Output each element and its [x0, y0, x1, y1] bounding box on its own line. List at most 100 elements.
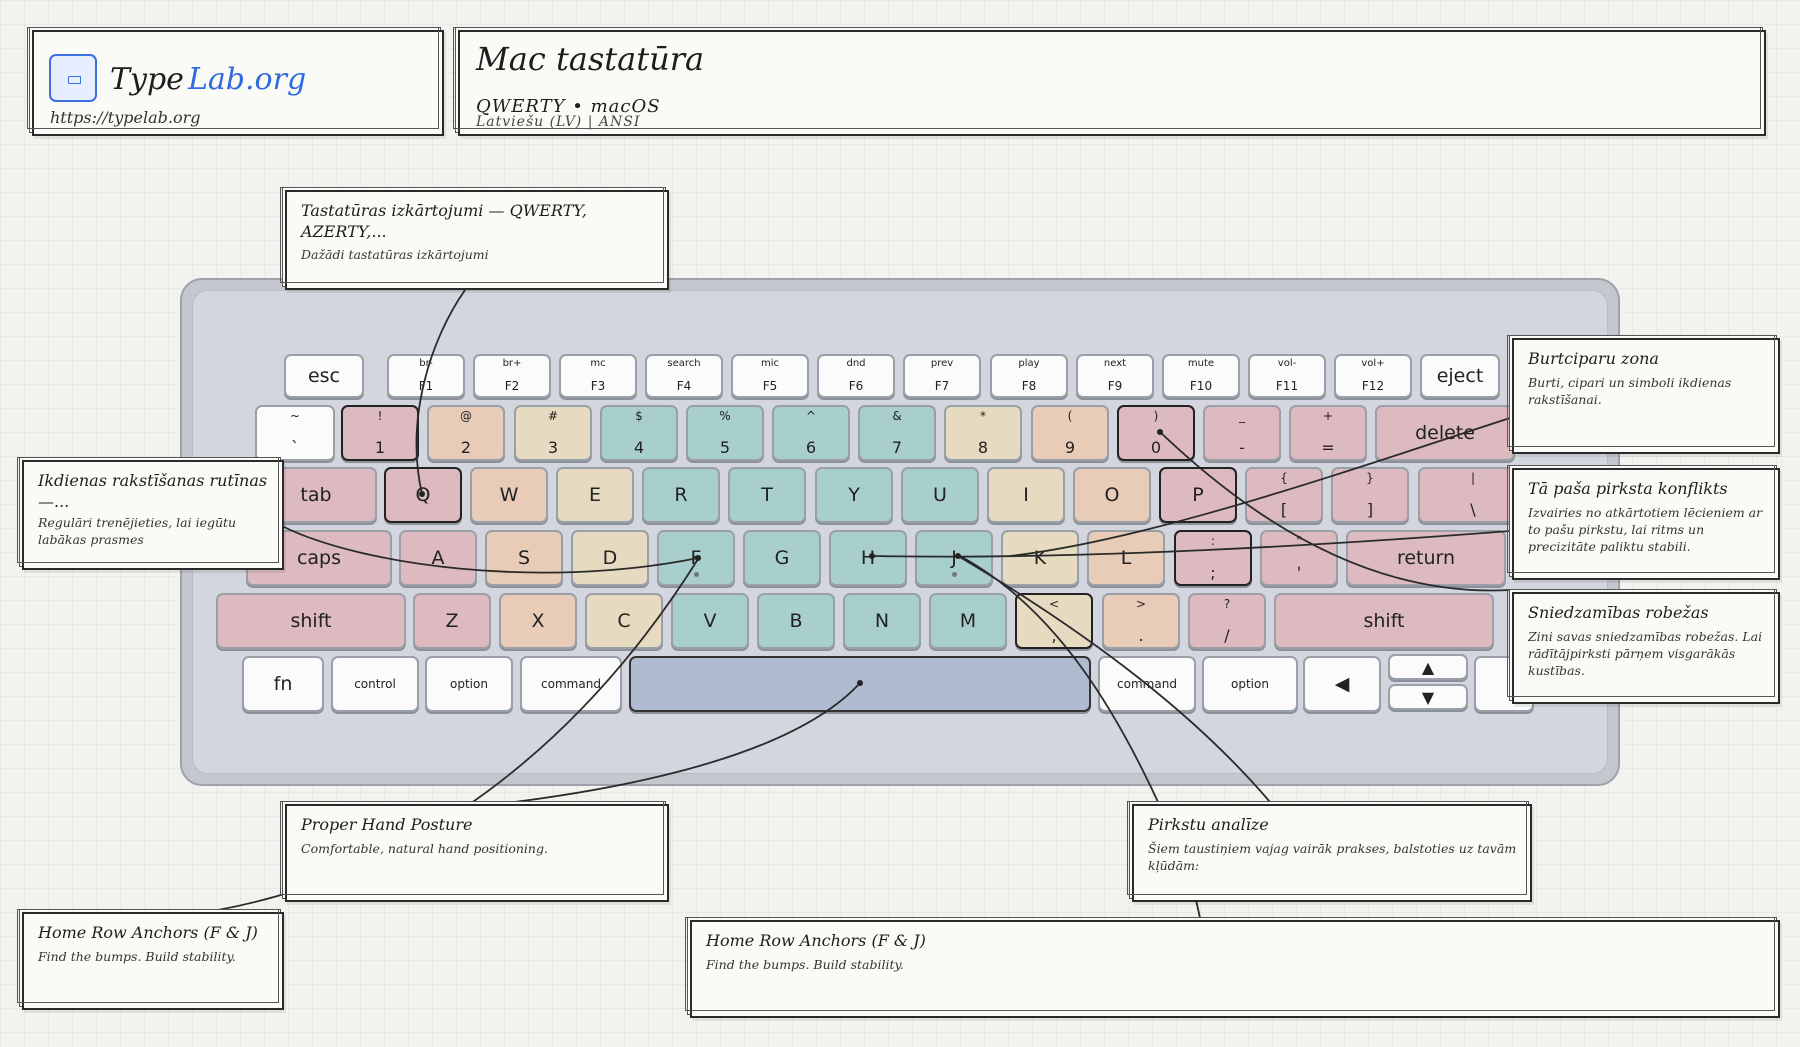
note-same-finger: Tā paša pirksta konflikts Izvairies no a…	[1507, 465, 1780, 580]
key-f2[interactable]: br+F2	[473, 354, 551, 398]
key-b[interactable]: B	[757, 593, 835, 649]
key-symbol[interactable]: :;	[1174, 530, 1252, 586]
connector-anchors-bottom	[1195, 899, 1201, 919]
key-6[interactable]: ^6	[772, 405, 850, 461]
key-base-symbol: -	[1239, 438, 1245, 457]
key-symbol[interactable]: ?/	[1188, 593, 1266, 649]
key-c[interactable]: C	[585, 593, 663, 649]
key-label: P	[1192, 484, 1204, 506]
key-d[interactable]: D	[571, 530, 649, 586]
esc-key[interactable]: esc	[284, 354, 364, 398]
arrow-down-key[interactable]: ▼	[1388, 684, 1468, 710]
delete-key[interactable]: delete	[1375, 405, 1515, 461]
right-command-key[interactable]: command	[1098, 656, 1196, 712]
fn-key[interactable]: fn	[242, 656, 324, 712]
key-symbol[interactable]: +=	[1289, 405, 1367, 461]
key-y[interactable]: Y	[815, 467, 893, 523]
key-f1[interactable]: br-F1	[387, 354, 465, 398]
key-base-symbol: F11	[1275, 379, 1299, 393]
key-symbol[interactable]: }]	[1331, 467, 1409, 523]
key-symbol[interactable]: <,	[1015, 593, 1093, 649]
key-5[interactable]: %5	[686, 405, 764, 461]
key-w[interactable]: W	[470, 467, 548, 523]
key-z[interactable]: Z	[413, 593, 491, 649]
key-4[interactable]: $4	[600, 405, 678, 461]
key-a[interactable]: A	[399, 530, 477, 586]
key-symbol[interactable]: "'	[1260, 530, 1338, 586]
left-command-key[interactable]: command	[520, 656, 622, 712]
key-q[interactable]: Q	[384, 467, 462, 523]
key-label: B	[789, 610, 803, 632]
key-g[interactable]: G	[743, 530, 821, 586]
key-base-symbol: F9	[1107, 379, 1123, 393]
key-base-symbol: '	[1296, 563, 1302, 582]
key-h[interactable]: H	[829, 530, 907, 586]
key-f11[interactable]: vol-F11	[1248, 354, 1326, 398]
space-bar[interactable]	[629, 656, 1091, 712]
key-r[interactable]: R	[642, 467, 720, 523]
key-2[interactable]: @2	[427, 405, 505, 461]
left-shift-key[interactable]: shift	[216, 593, 406, 649]
home-row-bump-icon	[952, 572, 957, 577]
key-p[interactable]: P	[1159, 467, 1237, 523]
key-label: L	[1120, 547, 1132, 569]
key-label: tab	[300, 484, 332, 506]
key-e[interactable]: E	[556, 467, 634, 523]
note-finger-analysis-title: Pirkstu analīze	[1148, 815, 1269, 834]
key-9[interactable]: (9	[1031, 405, 1109, 461]
key-f12[interactable]: vol+F12	[1334, 354, 1412, 398]
key-v[interactable]: V	[671, 593, 749, 649]
key-o[interactable]: O	[1073, 467, 1151, 523]
key-x[interactable]: X	[499, 593, 577, 649]
note-same-finger-body: Izvairies no atkārtotiem lēcieniem ar to…	[1528, 505, 1763, 554]
key-shift-symbol: play	[1018, 358, 1040, 369]
key-symbol[interactable]: {[	[1245, 467, 1323, 523]
key-1[interactable]: !1	[341, 405, 419, 461]
note-alnum-title: Burtciparu zona	[1528, 349, 1659, 368]
key-label: R	[674, 484, 688, 506]
right-option-key[interactable]: option	[1202, 656, 1298, 712]
arrow-up-key[interactable]: ▲	[1388, 654, 1468, 680]
arrow-left-key[interactable]: ◀	[1303, 656, 1381, 712]
key-label: C	[617, 610, 631, 632]
key-t[interactable]: T	[728, 467, 806, 523]
note-reach-title: Sniedzamības robežas	[1528, 603, 1709, 622]
key-s[interactable]: S	[485, 530, 563, 586]
key-8[interactable]: *8	[944, 405, 1022, 461]
note-posture: Proper Hand Posture Comfortable, natural…	[280, 801, 669, 902]
right-shift-key[interactable]: shift	[1274, 593, 1494, 649]
return-key[interactable]: return	[1346, 530, 1506, 586]
key-f[interactable]: F	[657, 530, 735, 586]
key-m[interactable]: M	[929, 593, 1007, 649]
key-7[interactable]: &7	[858, 405, 936, 461]
logo-url[interactable]: https://typelab.org	[50, 108, 201, 127]
key-label: fn	[273, 673, 293, 695]
key-label: command	[541, 677, 601, 691]
key-n[interactable]: N	[843, 593, 921, 649]
key-i[interactable]: I	[987, 467, 1065, 523]
left-option-key[interactable]: option	[425, 656, 513, 712]
key-k[interactable]: K	[1001, 530, 1079, 586]
key-j[interactable]: J	[915, 530, 993, 586]
key-base-symbol: \	[1470, 500, 1476, 519]
key-base-symbol: 5	[719, 438, 731, 457]
control-key[interactable]: control	[331, 656, 419, 712]
key-label: ▲	[1421, 657, 1435, 677]
note-alnum-body: Burti, cipari un simboli ikdienas rakstī…	[1528, 375, 1732, 407]
key-symbol[interactable]: _-	[1203, 405, 1281, 461]
key-symbol[interactable]: ~`	[255, 405, 335, 461]
key-u[interactable]: U	[901, 467, 979, 523]
key-3[interactable]: #3	[514, 405, 592, 461]
key-0[interactable]: )0	[1117, 405, 1195, 461]
key-l[interactable]: L	[1087, 530, 1165, 586]
key-symbol[interactable]: >.	[1102, 593, 1180, 649]
eject-key[interactable]: eject	[1420, 354, 1500, 398]
